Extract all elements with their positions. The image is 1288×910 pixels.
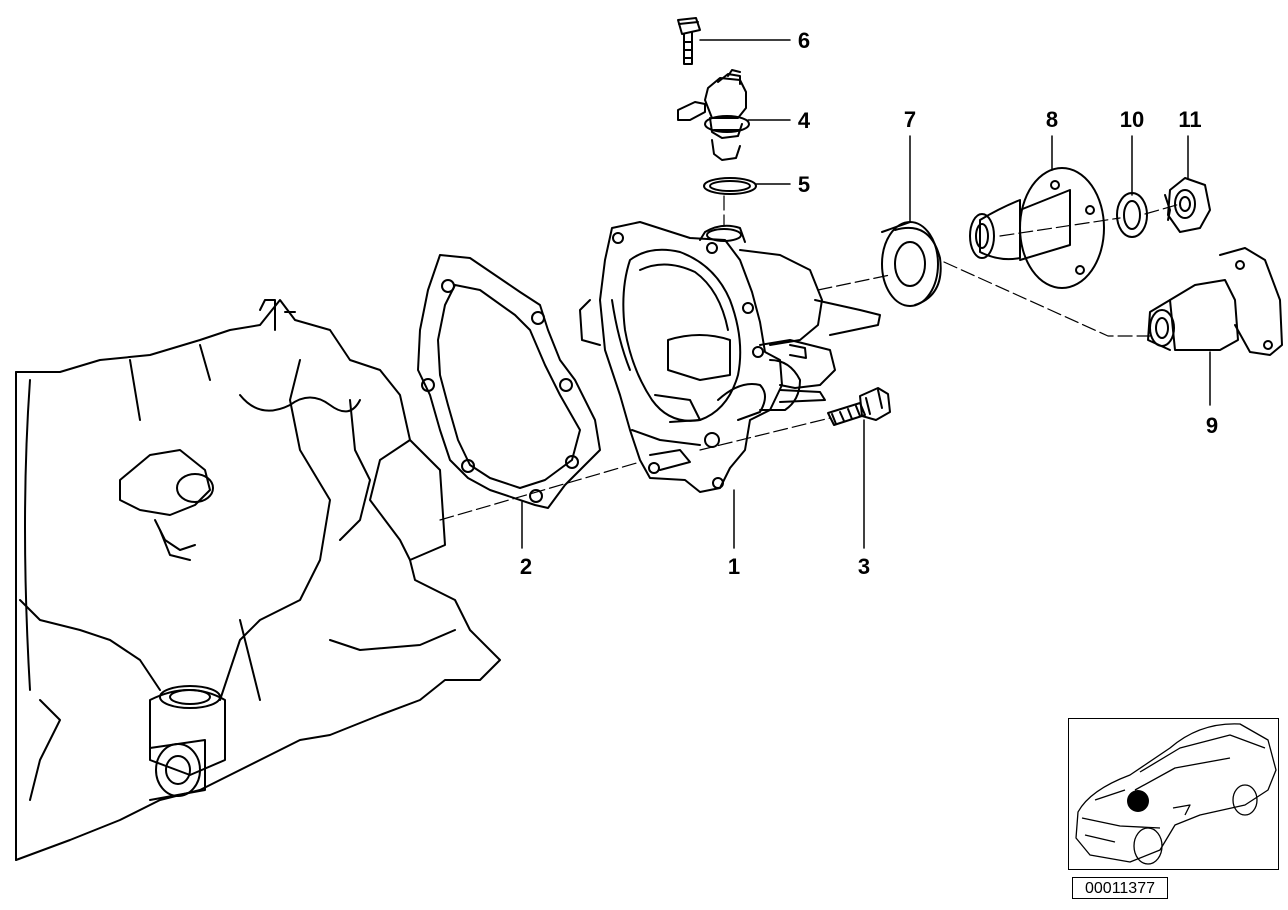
speed-sensor	[677, 69, 750, 161]
leader-lines	[521, 39, 1211, 549]
callout-8: 8	[1046, 107, 1058, 132]
callout-4: 4	[798, 108, 811, 133]
callout-2: 2	[520, 554, 532, 579]
transmission-housing	[15, 299, 501, 861]
gasket	[417, 254, 601, 509]
callout-labels: 2 1 3 4 5 6 7 8 9 10 11	[520, 28, 1218, 579]
callout-9: 9	[1206, 413, 1218, 438]
callout-5: 5	[798, 172, 810, 197]
callout-3: 3	[858, 554, 870, 579]
flange	[969, 167, 1105, 289]
callout-10: 10	[1120, 107, 1144, 132]
shaft-seal	[881, 221, 942, 307]
screw-6	[677, 17, 701, 65]
collar-nut	[1164, 177, 1211, 233]
callout-11: 11	[1178, 107, 1201, 132]
reference-number: 00011377	[1072, 877, 1168, 899]
vehicle-location-inset	[1075, 723, 1277, 865]
location-marker-dot	[1127, 790, 1149, 812]
assembly-lines	[439, 195, 1181, 521]
callout-1: 1	[728, 554, 740, 579]
o-ring	[703, 177, 757, 195]
output-flange	[1147, 247, 1283, 356]
output-housing	[579, 221, 881, 493]
washer	[1116, 192, 1148, 238]
hex-bolt-3	[827, 387, 891, 426]
callout-7: 7	[904, 107, 916, 132]
callout-6: 6	[798, 28, 810, 53]
inset-frame	[1068, 718, 1279, 870]
